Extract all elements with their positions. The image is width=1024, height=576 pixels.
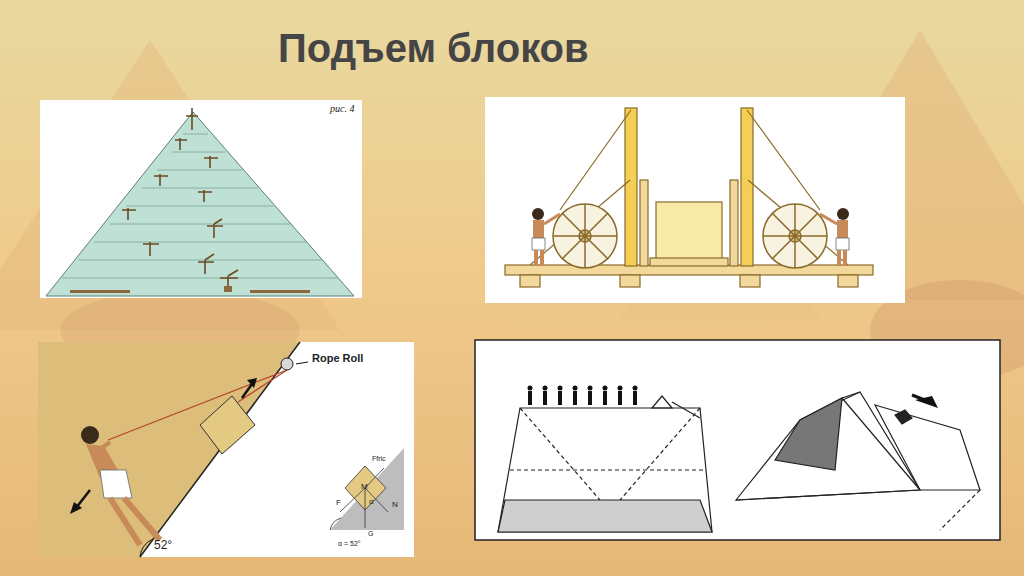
angle-label: 52° — [154, 538, 172, 552]
rope-roll-label: Rope Roll — [312, 352, 363, 364]
force-label: N — [392, 500, 398, 509]
angle-symbol: α — [369, 497, 374, 506]
mass-label: M — [361, 482, 368, 491]
force-label: G — [368, 530, 373, 537]
slide-title: Подъем блоков — [278, 26, 589, 71]
force-label: F — [336, 498, 341, 507]
force-label: Ffric — [372, 455, 386, 462]
angle-label: α = 52° — [338, 540, 361, 547]
figure-number: рис. 4 — [330, 103, 354, 114]
